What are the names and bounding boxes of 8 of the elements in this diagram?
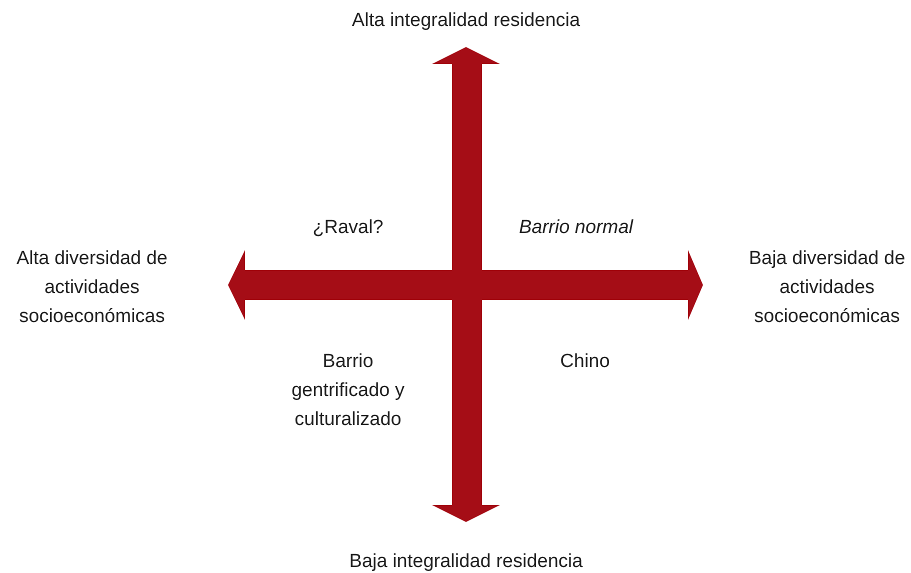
quadrant-label: Barrio gentrificado y culturalizado [290,350,406,432]
axis-label: Baja integralidad residencia [348,550,584,573]
axis-label: Alta integralidad residencia [350,9,582,33]
quadrant-label: Chino [559,350,611,374]
quadrant-label: ¿Raval? [312,216,384,240]
axis-label: Baja diversidad de actividades socioeconómicas [748,247,906,329]
axis-label: Alta diversidad de actividades socioeconómicas [15,247,169,329]
quadrant-label: Barrio normal [518,216,634,240]
